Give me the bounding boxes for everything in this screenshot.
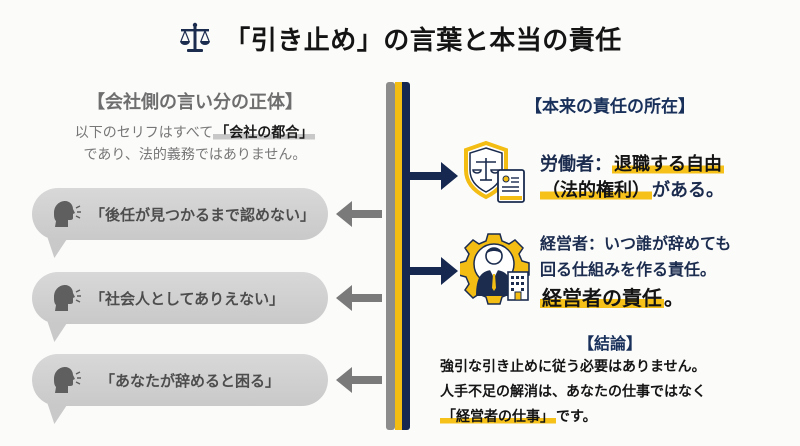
scales-of-justice-icon bbox=[180, 22, 211, 52]
quote-bubble-1: 「後任が見つかるまで認めない」 bbox=[32, 188, 328, 240]
page-title: 「引き止め」の言葉と本当の責任 bbox=[224, 25, 622, 56]
left-arrow-icon bbox=[336, 285, 382, 311]
worker-suffix: がある。 bbox=[652, 180, 724, 201]
speaking-head-icon bbox=[54, 367, 81, 393]
manager-responsibility-highlight: 経営者の責任 bbox=[540, 286, 664, 310]
left-description-line2: であり、法的義務ではありません。 bbox=[83, 147, 307, 163]
quote-bubble-2: 「社会人としてありえない」 bbox=[32, 272, 328, 324]
worker-label: 労働者： bbox=[540, 154, 612, 175]
conclusion-line3-suffix: です。 bbox=[556, 409, 597, 425]
quote-bubble-3: 「あなたが辞めると困る」 bbox=[32, 354, 328, 406]
manager-line3-suffix: 。 bbox=[664, 286, 684, 310]
worker-line1: 労働者：退職する自由 bbox=[540, 150, 724, 176]
manager-line1: 経営者：いつ誰が辞めても bbox=[540, 234, 732, 253]
legal-right-highlight: （法的権利） bbox=[540, 180, 652, 201]
left-description-line1: 以下のセリフはすべて「会社の都合」 bbox=[20, 122, 370, 142]
title-bar: 「引き止め」の言葉と本当の責任 bbox=[0, 18, 800, 58]
worker-line2: （法的権利）がある。 bbox=[540, 176, 724, 202]
desc-prefix: 以下のセリフはすべて bbox=[74, 125, 214, 141]
left-heading: 【会社側の言い分の正体】 bbox=[87, 92, 303, 113]
conclusion-heading: 【結論】 bbox=[577, 334, 642, 353]
shield-scales-document-icon bbox=[464, 140, 525, 203]
speaking-head-icon bbox=[54, 285, 81, 311]
bubble-tail bbox=[40, 238, 68, 258]
bubble-tail bbox=[40, 404, 68, 424]
managers-job-highlight: 「経営者の仕事」 bbox=[440, 409, 556, 425]
divider-bar-gray bbox=[386, 82, 395, 430]
manager-line3: 経営者の責任。 bbox=[540, 282, 684, 311]
divider-bar-yellow bbox=[395, 82, 402, 430]
right-arrow-icon bbox=[408, 162, 458, 190]
divider-bar-navy bbox=[402, 82, 410, 430]
conclusion-line1: 強引な引き止めに従う必要はありません。 bbox=[440, 359, 706, 375]
company-convenience-highlight: 「会社の都合」 bbox=[213, 125, 316, 141]
quote-text: 「あなたが辞めると困る」 bbox=[100, 371, 281, 390]
bubble-tail bbox=[40, 322, 68, 342]
conclusion-line2: 人手不足の解消は、あなたの仕事ではなく bbox=[440, 384, 706, 400]
resignation-freedom-highlight: 退職する自由 bbox=[612, 154, 724, 175]
right-arrow-icon bbox=[408, 257, 458, 285]
manager-line2: 回る仕組みを作る責任。 bbox=[540, 260, 717, 279]
quote-text: 「社会人としてありえない」 bbox=[90, 289, 285, 308]
speaking-head-icon bbox=[54, 201, 81, 227]
conclusion-line3: 「経営者の仕事」です。 bbox=[440, 406, 597, 426]
left-arrow-icon bbox=[336, 367, 382, 393]
quote-text: 「後任が見つかるまで認めない」 bbox=[90, 205, 316, 224]
businessman-gear-building-icon bbox=[460, 233, 530, 305]
right-heading: 【本来の責任の所在】 bbox=[525, 97, 695, 117]
left-arrow-icon bbox=[336, 201, 382, 227]
